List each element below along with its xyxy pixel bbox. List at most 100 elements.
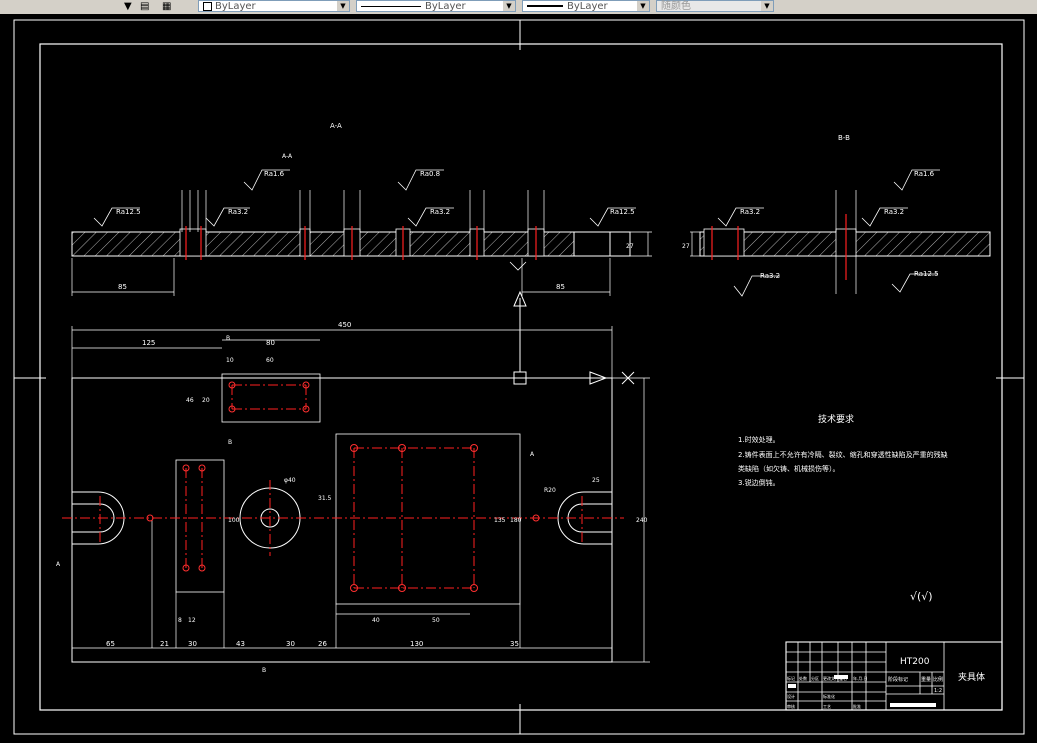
section-a-title: A-A — [330, 122, 342, 130]
dim-80: 80 — [266, 339, 275, 347]
plan-view — [71, 326, 650, 663]
dim-450: 450 — [338, 321, 351, 329]
roughness-ra32-a1: Ra3.2 — [228, 208, 248, 216]
chevron-down-icon[interactable]: ▼ — [637, 1, 649, 11]
section-b-title: B-B — [838, 134, 850, 142]
layer-combo[interactable]: ByLayer ▼ — [198, 0, 350, 12]
tb-approve: 批准 — [853, 703, 861, 709]
hole-markers — [146, 381, 540, 592]
roughness-ra32-b2: Ra3.2 — [884, 208, 904, 216]
dim-240: 240 — [636, 517, 648, 524]
properties-toolbar: ▼ ▤ ▦ ByLayer ▼ ByLayer ▼ ByLayer ▼ 随颜色 … — [0, 0, 1037, 15]
dim-85-right: 85 — [556, 283, 565, 291]
material-text: HT200 — [900, 657, 930, 667]
tb-review: 审核 — [787, 703, 795, 709]
tb-standard: 标准化 — [823, 693, 835, 699]
section-mark-b-bottom: B — [262, 667, 266, 674]
dim-40: 40 — [372, 617, 380, 624]
tb-sign: 签名 — [839, 675, 847, 681]
roughness-ra16-a: Ra1.6 — [264, 170, 285, 178]
part-name-text: 夹具体 — [958, 671, 985, 683]
dim-12: 12 — [188, 617, 196, 624]
tb-doc: 更改文件号 — [823, 675, 843, 681]
layer-states-icon[interactable]: ▤ — [140, 1, 150, 12]
dim-10: 10 — [226, 357, 234, 364]
linetype-combo[interactable]: ByLayer ▼ — [356, 0, 516, 12]
dim-30b: 30 — [286, 640, 295, 648]
tb-scale: 比例 — [933, 676, 943, 683]
title-block-fill-2 — [834, 675, 848, 679]
tb-weight: 重量 — [921, 676, 931, 683]
tech-requirement-2b: 类缺陷（如欠铸、机械损伤等）。 — [738, 464, 840, 473]
section-mark-b-mid: B — [228, 439, 232, 446]
dim-65: 65 — [106, 640, 115, 648]
dim-27-b: 27 — [682, 243, 690, 250]
general-roughness-symbol: √(√) — [910, 590, 933, 603]
plotstyle-combo[interactable]: 随颜色 ▼ — [656, 0, 774, 12]
dim-phi40: φ40 — [284, 477, 296, 484]
chevron-down-icon[interactable]: ▼ — [337, 1, 349, 11]
dim-180: 180 — [510, 517, 522, 524]
roughness-ra125-a2: Ra12.5 — [610, 208, 635, 216]
section-a-subtitle: A-A — [282, 153, 293, 160]
color-swatch-icon — [203, 1, 212, 11]
dim-43: 43 — [236, 640, 245, 648]
dim-8: 8 — [178, 617, 182, 624]
layer-previous-icon[interactable]: ▦ — [162, 1, 172, 12]
dim-46: 46 — [186, 397, 194, 404]
section-mark-a-right: A — [530, 451, 535, 458]
dim-135: 135 — [494, 517, 506, 524]
drawing-canvas[interactable]: A-A A-A — [0, 14, 1037, 739]
tb-date: 年.月.日 — [853, 675, 868, 681]
sheet-inner-border — [39, 43, 1003, 711]
dim-20: 20 — [202, 397, 210, 404]
roughness-symbols-a — [93, 169, 636, 271]
roughness-ra32-a2: Ra3.2 — [430, 208, 450, 216]
cad-drawing: A-A A-A — [13, 19, 1025, 735]
roughness-ra08-a: Ra0.8 — [420, 170, 440, 178]
tb-scale-value: 1:2 — [934, 688, 942, 694]
tb-design: 设计 — [787, 693, 795, 699]
dim-60: 60 — [266, 357, 274, 364]
lineweight-combo[interactable]: ByLayer ▼ — [522, 0, 650, 12]
section-b-body — [690, 190, 991, 294]
chevron-down-icon[interactable]: ▼ — [503, 1, 515, 11]
tech-requirements-title: 技术要求 — [818, 413, 854, 425]
dim-r20: R20 — [544, 487, 556, 494]
dim-27-a: 27 — [626, 243, 634, 250]
dim-30: 30 — [188, 640, 197, 648]
chevron-down-icon[interactable]: ▼ — [761, 1, 773, 11]
dim-50: 50 — [432, 617, 440, 624]
tech-requirement-2: 2.铸件表面上不允许有冷隔、裂纹、缩孔和穿透性缺陷及严重的残缺 — [738, 450, 948, 459]
ucs-icon — [513, 290, 635, 385]
section-mark-b-top: B — [226, 335, 230, 342]
lineweight-sample-icon — [527, 5, 563, 7]
title-block — [785, 641, 1003, 711]
tb-stage: 阶段标记 — [888, 676, 908, 683]
roughness-ra16-b: Ra1.6 — [914, 170, 935, 178]
dim-26: 26 — [318, 640, 327, 648]
tb-mark: 标记 — [787, 675, 795, 681]
tech-requirement-1: 1.时效处理。 — [738, 435, 780, 444]
section-mark-a-left: A — [56, 561, 61, 568]
roughness-ra125-a: Ra12.5 — [116, 208, 141, 216]
title-block-fill-3 — [890, 703, 936, 707]
dim-25: 25 — [592, 477, 600, 484]
dim-35: 35 — [510, 640, 519, 648]
tb-process: 工艺 — [823, 704, 831, 709]
dim-130: 130 — [410, 640, 423, 648]
roughness-ra32-b1: Ra3.2 — [740, 208, 760, 216]
dim-21: 21 — [160, 640, 169, 648]
dim-125: 125 — [142, 339, 155, 347]
centering-marks — [14, 20, 1024, 734]
sheet-outer-border — [13, 19, 1025, 735]
dim-85-left: 85 — [118, 283, 127, 291]
tb-zone: 分区 — [811, 675, 819, 681]
dim-100: 100 — [228, 517, 240, 524]
roughness-symbols-b — [717, 169, 940, 297]
dim-31-5: 31.5 — [318, 495, 332, 502]
tech-requirement-3: 3.锐边倒钝。 — [738, 478, 780, 487]
dropdown-arrow-icon[interactable]: ▼ — [124, 1, 132, 12]
centerlines — [62, 384, 624, 589]
line-sample-icon — [361, 5, 421, 7]
